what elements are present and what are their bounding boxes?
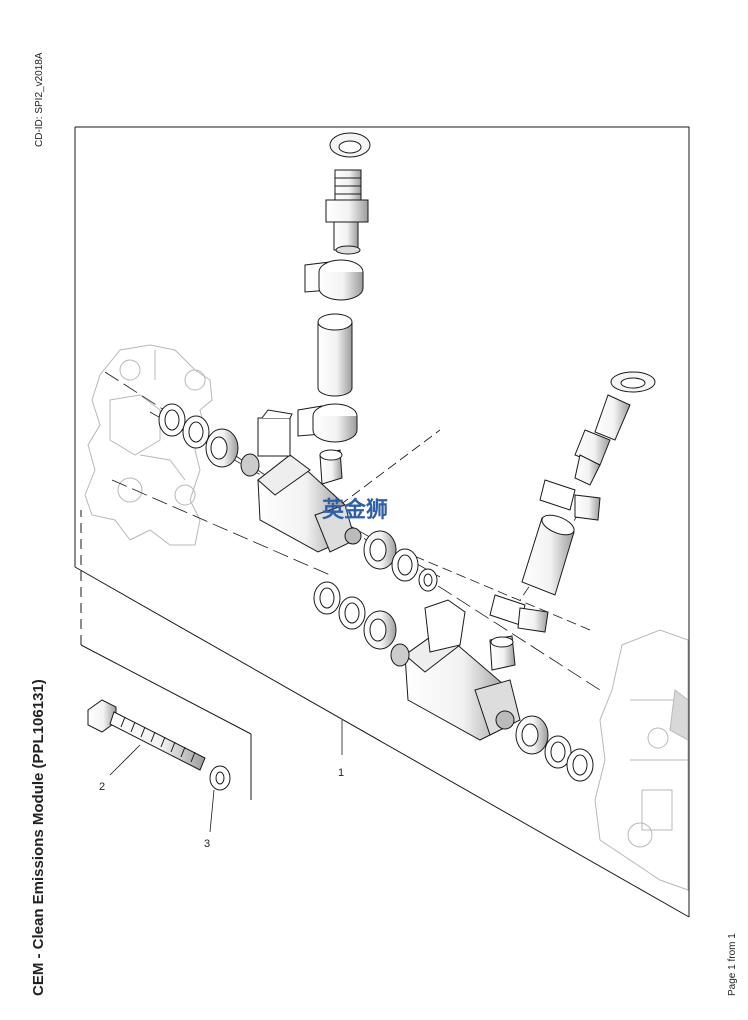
callout-1: 1 xyxy=(338,767,344,779)
hose-clamp-top xyxy=(304,259,364,301)
washer xyxy=(209,765,231,791)
upper-hose-assembly xyxy=(297,132,371,443)
fitting-right xyxy=(574,394,631,486)
seal-rings-middle xyxy=(313,530,438,650)
union-nut-right xyxy=(610,371,656,393)
hose-clamp-lower xyxy=(489,594,549,633)
hose-clamp-right xyxy=(539,479,601,521)
frame xyxy=(74,126,690,918)
callout-3: 3 xyxy=(204,838,210,850)
seal-rings-left xyxy=(158,403,239,468)
callout-leaders xyxy=(109,720,343,833)
hose-right xyxy=(521,514,575,596)
injector-lower xyxy=(390,599,521,741)
engine-housing-left-ghost xyxy=(84,344,213,546)
lower-hose-assembly xyxy=(489,371,656,633)
engine-housing-right-ghost xyxy=(594,629,689,891)
hose-top xyxy=(317,313,353,397)
seal-rings-lower-right xyxy=(515,715,594,782)
bolt xyxy=(87,699,206,771)
union-nut-top xyxy=(329,132,371,158)
callout-2: 2 xyxy=(99,781,105,793)
hose-clamp-mid xyxy=(297,403,358,443)
injector-upper xyxy=(240,409,362,553)
watermark: 英金狮 xyxy=(322,497,388,523)
fitting-top xyxy=(325,169,369,255)
